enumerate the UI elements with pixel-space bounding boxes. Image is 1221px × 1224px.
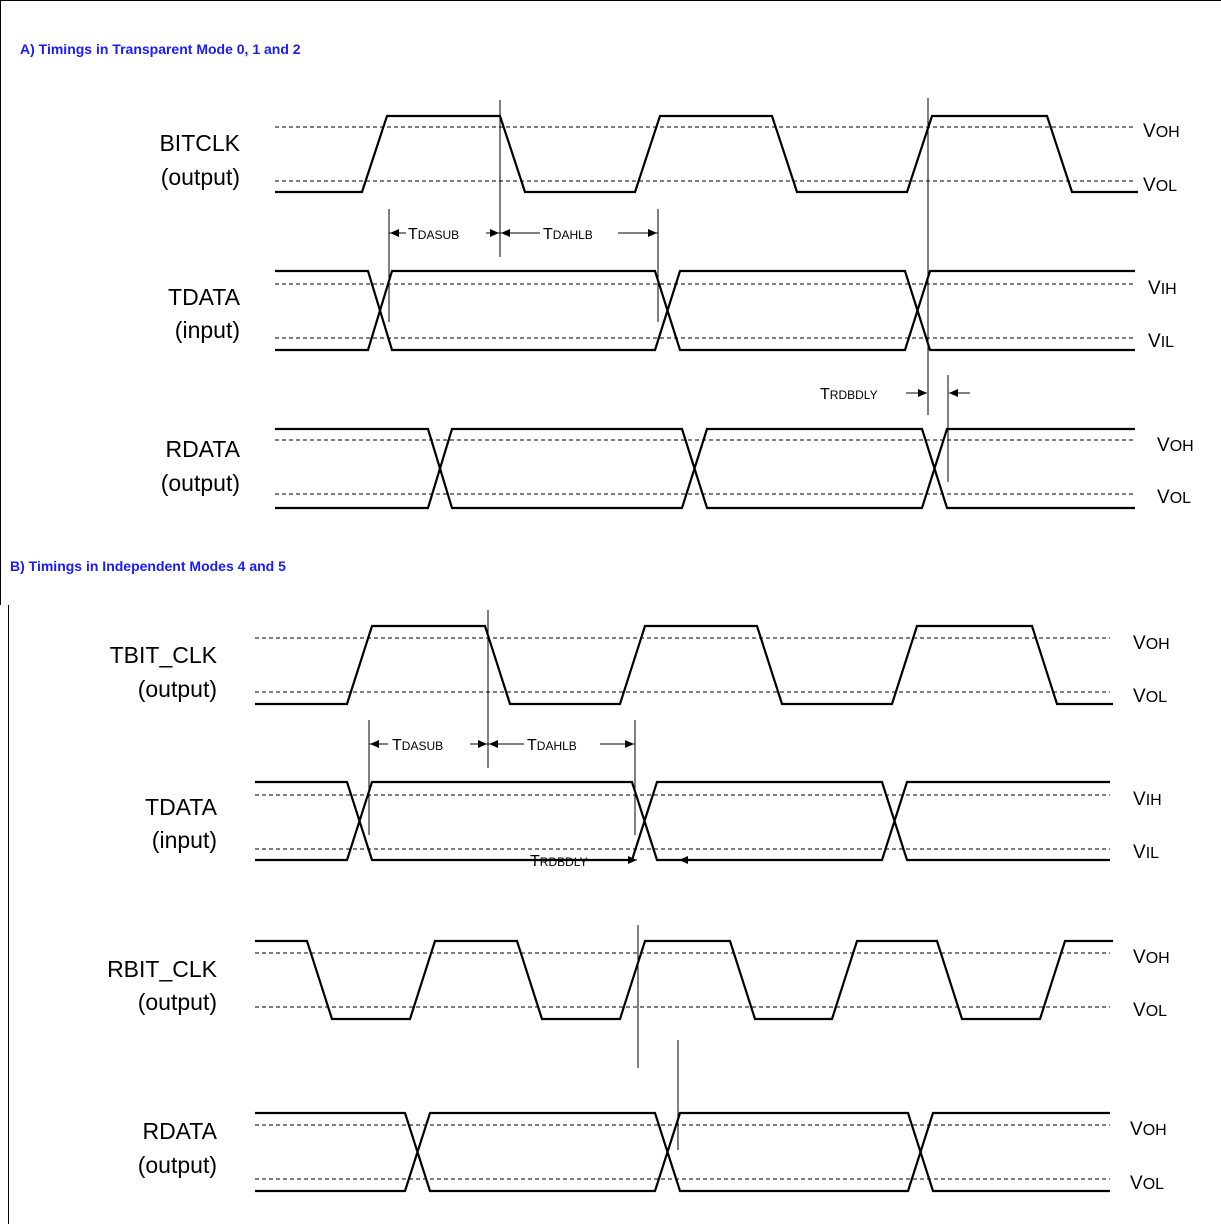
tdahlb-arrow-left (501, 229, 510, 237)
trdbdly-arrow-in-right (679, 856, 688, 864)
level-label-voh: VOH (1157, 435, 1194, 456)
tdasub-arrow-right (478, 740, 487, 748)
level-label-vol: VOL (1133, 1000, 1167, 1021)
trdbdly-label: TRDBDLY (530, 853, 588, 870)
tdasub-label: TDASUB (408, 226, 459, 243)
signal-direction: (output) (161, 470, 240, 496)
rdata-waveform-upper (275, 427, 1135, 510)
tdasub-label: TDASUB (392, 737, 443, 754)
signal-direction: (input) (152, 827, 217, 853)
trdbdly-arrow-in-left (628, 856, 637, 864)
tdahlb-arrow-right (648, 229, 657, 237)
tdasub-arrow-left (390, 229, 399, 237)
tdahlb-label: TDAHLB (543, 226, 593, 243)
trdbdly-arrow-in-left (918, 389, 927, 397)
section-b-title: B) Timings in Independent Modes 4 and 5 (10, 558, 286, 574)
rdata-waveform-lower (255, 1111, 1110, 1193)
tbit-clk-waveform (255, 624, 1113, 706)
signal-direction: (output) (138, 989, 217, 1015)
rbit-clk-waveform (255, 939, 1113, 1021)
level-label-vol: VOL (1143, 175, 1177, 196)
signal-name: TBIT_CLK (110, 642, 218, 668)
tdata-waveform-lower (255, 780, 1110, 862)
level-label-vol: VOL (1133, 686, 1167, 707)
section-a-diagram: BITCLK (output) VOH VOL TDATA (input) VI… (159, 98, 1194, 510)
level-label-voh: VOH (1133, 947, 1170, 968)
signal-direction: (input) (175, 317, 240, 343)
tdasub-arrow-right (490, 229, 499, 237)
tdahlb-label: TDAHLB (527, 737, 577, 754)
trdbdly-label: TRDBDLY (820, 386, 878, 403)
level-label-vil: VIL (1148, 331, 1174, 352)
level-label-vol: VOL (1157, 487, 1191, 508)
level-label-vih: VIH (1148, 278, 1177, 299)
signal-name: TDATA (145, 794, 218, 820)
signal-name: RBIT_CLK (107, 956, 218, 982)
section-b-diagram: TBIT_CLK (output) VOH VOL TDATA (input) … (107, 610, 1170, 1194)
signal-name: TDATA (168, 284, 241, 310)
signal-name: RDATA (165, 436, 240, 462)
rdata-waveform-lower (275, 427, 1135, 510)
tdahlb-arrow-left (489, 740, 498, 748)
trdbdly-arrow-in-right (949, 389, 958, 397)
level-label-vih: VIH (1133, 789, 1162, 810)
level-label-voh: VOH (1133, 633, 1170, 654)
signal-direction: (output) (161, 164, 240, 190)
tdata-waveform-upper (255, 780, 1110, 862)
signal-direction: (output) (138, 1152, 217, 1178)
level-label-voh: VOH (1143, 121, 1180, 142)
bitclk-waveform (275, 114, 1138, 194)
section-a-title: A) Timings in Transparent Mode 0, 1 and … (20, 41, 301, 57)
signal-direction: (output) (138, 676, 217, 702)
level-label-voh: VOH (1130, 1119, 1167, 1140)
tdata-waveform-lower (275, 269, 1135, 352)
level-label-vil: VIL (1133, 842, 1159, 863)
tdahlb-arrow-right (625, 740, 634, 748)
signal-name: RDATA (142, 1118, 217, 1144)
tdasub-arrow-left (370, 740, 379, 748)
signal-name: BITCLK (159, 130, 240, 156)
level-label-vol: VOL (1130, 1173, 1164, 1194)
